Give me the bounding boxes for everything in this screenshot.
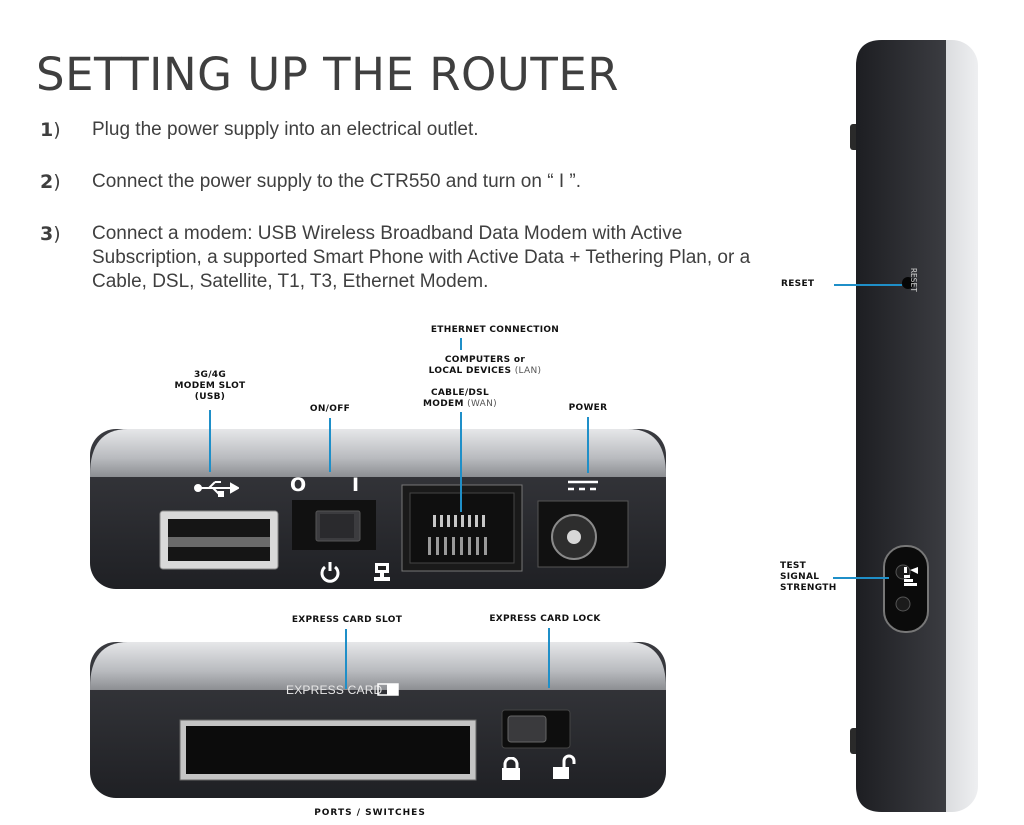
switch-on-mark: I bbox=[352, 474, 360, 496]
label-modem-slot: 3G/4G MODEM SLOT (USB) bbox=[174, 370, 246, 402]
leader-line bbox=[345, 629, 347, 689]
usb-icon bbox=[193, 479, 241, 497]
signal-strength-icon bbox=[902, 565, 922, 587]
leader-line bbox=[833, 577, 889, 579]
leader-line bbox=[460, 412, 462, 512]
label-cable-dsl: CABLE/DSL MODEM (WAN) bbox=[423, 388, 497, 409]
step-text: Plug the power supply into an electrical… bbox=[92, 119, 479, 140]
leader-line bbox=[329, 418, 331, 472]
lock-open-icon bbox=[550, 754, 576, 780]
leader-line bbox=[834, 284, 902, 286]
router-front-view bbox=[90, 429, 666, 589]
leader-line bbox=[209, 410, 211, 472]
network-icon bbox=[372, 561, 392, 583]
label-computers: COMPUTERS or LOCAL DEVICES (LAN) bbox=[428, 355, 542, 376]
label-test-signal-strength: TEST SIGNAL STRENGTH bbox=[780, 561, 837, 593]
leader-line bbox=[548, 628, 550, 688]
switch-off-mark: O bbox=[290, 474, 307, 496]
label-power: POWER bbox=[568, 403, 608, 413]
reset-print: RESET bbox=[909, 268, 918, 293]
dc-power-icon bbox=[566, 479, 600, 493]
label-on-off: ON/OFF bbox=[309, 404, 351, 414]
card-icon bbox=[377, 683, 399, 696]
leader-line bbox=[587, 417, 589, 473]
power-standby-icon bbox=[318, 560, 342, 584]
router-side-view bbox=[90, 642, 666, 798]
router-edge-view bbox=[850, 40, 978, 812]
page-title: SETTING UP THE ROUTER bbox=[36, 48, 620, 101]
leader-line bbox=[460, 338, 462, 350]
label-reset: RESET bbox=[781, 279, 815, 289]
label-ports-switches: PORTS / SWITCHES bbox=[314, 808, 426, 818]
express-card-print: EXPRESS CARD bbox=[286, 683, 383, 697]
step-text: Connect a modem: USB Wireless Broadband … bbox=[92, 223, 751, 292]
label-ethernet-connection: ETHERNET CONNECTION bbox=[430, 325, 560, 335]
lock-closed-icon bbox=[500, 756, 522, 781]
label-express-card-slot: EXPRESS CARD SLOT bbox=[291, 615, 403, 625]
step-text: Connect the power supply to the CTR550 a… bbox=[92, 171, 581, 192]
label-express-card-lock: EXPRESS CARD LOCK bbox=[489, 614, 601, 624]
step-number: 1) bbox=[40, 119, 61, 141]
step-number: 3) bbox=[40, 223, 61, 245]
step-number: 2) bbox=[40, 171, 61, 193]
